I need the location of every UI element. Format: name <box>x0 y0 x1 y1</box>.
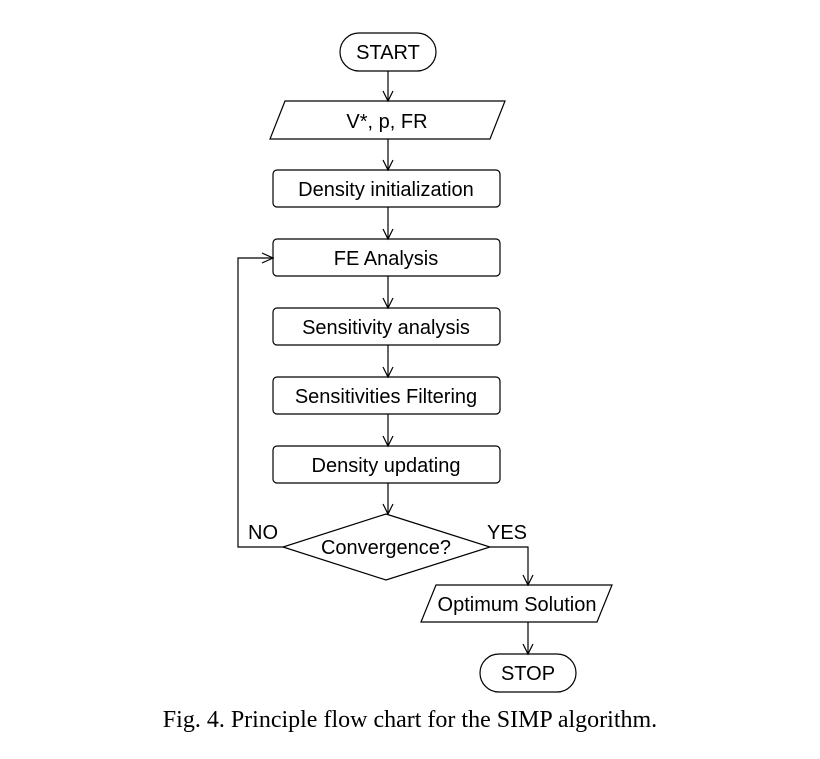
node-start-label: START <box>356 42 420 64</box>
node-sensitivity-analysis-label: Sensitivity analysis <box>302 317 470 339</box>
edge-convergence-yes <box>490 546 534 587</box>
edge-input-to-density-init <box>382 139 394 172</box>
edge-filtering-to-density-update <box>382 414 394 448</box>
node-optimum-solution-label: Optimum Solution <box>438 594 597 616</box>
node-input-label: V*, p, FR <box>346 111 427 133</box>
node-fe-analysis: FE Analysis <box>272 238 501 277</box>
node-density-updating: Density updating <box>272 445 501 484</box>
node-fe-analysis-label: FE Analysis <box>334 248 438 270</box>
edge-density-init-to-fe <box>382 207 394 241</box>
edge-density-update-to-convergence <box>382 483 394 516</box>
node-density-initialization-label: Density initialization <box>298 179 474 201</box>
edge-sensitivity-to-filtering <box>382 345 394 379</box>
node-convergence-label: Convergence? <box>321 537 451 559</box>
node-sensitivity-analysis: Sensitivity analysis <box>272 307 501 346</box>
edge-label-yes: YES <box>487 522 527 544</box>
node-optimum-solution: Optimum Solution <box>420 584 613 623</box>
node-sensitivities-filtering: Sensitivities Filtering <box>272 376 501 415</box>
node-input: V*, p, FR <box>269 100 506 140</box>
edge-optimum-to-stop <box>522 622 534 656</box>
node-stop-label: STOP <box>501 663 555 685</box>
node-stop: STOP <box>479 653 577 693</box>
node-start: START <box>339 32 437 72</box>
node-sensitivities-filtering-label: Sensitivities Filtering <box>295 386 477 408</box>
figure-caption: Fig. 4. Principle flow chart for the SIM… <box>163 707 657 733</box>
edge-start-to-input <box>382 71 394 103</box>
node-convergence-decision: Convergence? <box>281 513 492 581</box>
edge-fe-to-sensitivity <box>382 276 394 310</box>
edge-label-no: NO <box>248 522 278 544</box>
node-density-initialization: Density initialization <box>272 169 501 208</box>
edge-convergence-no-loop <box>237 252 283 548</box>
node-density-updating-label: Density updating <box>312 455 461 477</box>
